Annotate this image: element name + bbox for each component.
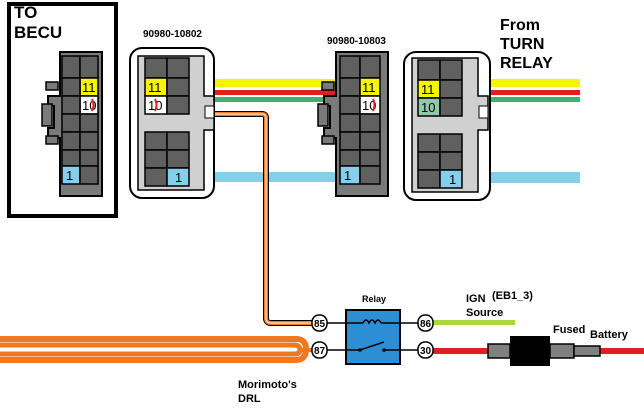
- from-label: From: [500, 17, 540, 34]
- terminal-87-label: 87: [314, 346, 326, 357]
- wire-battery-b: [600, 348, 644, 354]
- drl-label-morimoto: Morimoto's: [238, 379, 297, 391]
- wire-blue-right: [480, 172, 580, 183]
- becu-pin-1-label: 1: [66, 168, 73, 183]
- connector-10803-pin-11: 11: [362, 80, 376, 95]
- becu-tab-bottom: [45, 135, 59, 145]
- terminal-86: [417, 314, 434, 332]
- wire-red-left: [210, 90, 335, 95]
- connector-10803-pin-1: 1: [344, 168, 351, 183]
- ign-code-label: (EB1_3): [492, 290, 533, 302]
- connector-turn-relay: 11 10 1 From TURN RELAY: [403, 17, 553, 201]
- relay-switch-icon: [359, 341, 385, 351]
- terminal-87: [311, 341, 328, 359]
- wire-green-right: [480, 97, 580, 102]
- connector-10802: 90980-10802 11 10 1: [129, 29, 215, 199]
- connector-10803-part: 90980-10803: [327, 36, 386, 47]
- wire-yellow-left: [210, 79, 335, 87]
- wire-battery-a: [430, 348, 490, 354]
- connector-10802-pin-1: 1: [175, 170, 182, 185]
- becu-label-to: TO: [14, 3, 37, 22]
- relay-label: Relay: [362, 294, 386, 304]
- wire-drl-outer: [0, 336, 310, 363]
- wire-red-right: [480, 90, 580, 95]
- terminal-86-label: 86: [420, 319, 432, 330]
- fuse-icon: [510, 336, 550, 366]
- becu-frame: [7, 2, 118, 218]
- turn-relay-pin-10: 10: [421, 100, 435, 115]
- relay-source-label: RELAY: [500, 55, 553, 72]
- becu-label-becu: BECU: [14, 23, 62, 42]
- terminal-85: [311, 314, 328, 332]
- turn-relay-pin-1: 1: [449, 172, 456, 187]
- ign-source-label: Source: [466, 307, 503, 319]
- fused-label: Fused: [553, 324, 585, 336]
- connector-10802-part: 90980-10802: [143, 29, 202, 40]
- terminal-30-label: 30: [420, 346, 432, 357]
- terminal-30: [417, 341, 434, 359]
- wire-orange-stripe: [214, 113, 312, 324]
- fuse-holder: [487, 336, 601, 366]
- wire-yellow-right: [480, 79, 580, 87]
- connector-10803: 90980-10803 11 10 1: [317, 36, 389, 197]
- becu-pin-11-label: 11: [82, 80, 96, 95]
- relay: Relay 85 87 86 30: [311, 294, 434, 365]
- wire-blue-left: [210, 172, 335, 182]
- wires: [0, 79, 644, 363]
- connector-10802-pin-10: 10: [148, 98, 162, 113]
- drl-label-drl: DRL: [238, 393, 261, 405]
- connector-10802-pin-11: 11: [148, 80, 162, 95]
- relay-body: [345, 309, 401, 365]
- wire-drl-inner: [0, 342, 303, 357]
- becu-tab-top: [45, 81, 59, 91]
- turn-relay-pin-11: 11: [421, 82, 435, 97]
- battery-label: Battery: [590, 329, 629, 341]
- terminal-85-label: 85: [314, 319, 326, 330]
- wire-ign: [430, 320, 515, 325]
- ign-label: IGN: [466, 293, 486, 305]
- turn-label: TURN: [500, 36, 544, 53]
- wire-orange-to-85: [214, 111, 312, 326]
- becu-latch: [41, 103, 53, 127]
- wire-green-left: [210, 97, 335, 102]
- becu-box: TO BECU 11 10 1: [7, 2, 118, 218]
- relay-coil-icon: [362, 319, 382, 325]
